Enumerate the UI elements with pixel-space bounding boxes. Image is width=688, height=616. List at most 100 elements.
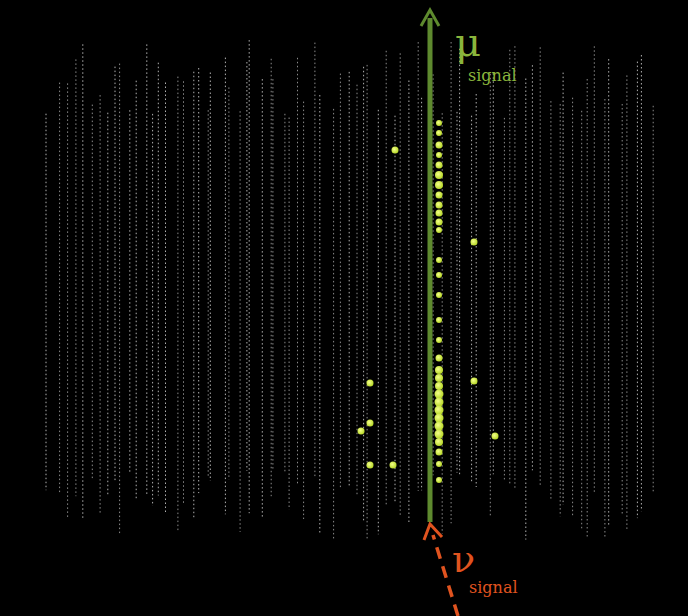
detector-string	[177, 77, 178, 531]
detector-string	[357, 85, 358, 495]
subscript-label: signal	[469, 580, 518, 596]
detector-string	[504, 118, 505, 481]
hit-dot	[435, 374, 443, 382]
hit-dot	[435, 382, 443, 390]
detector-string	[146, 44, 147, 495]
muon-track	[428, 18, 433, 522]
detector-string	[560, 104, 561, 516]
detector-string	[386, 51, 387, 505]
detector-string	[509, 50, 510, 485]
detector-string	[476, 94, 477, 487]
detector-string	[594, 46, 595, 494]
detector-string	[129, 110, 130, 474]
hit-dot	[435, 422, 444, 431]
detector-string	[532, 65, 533, 470]
hit-dot	[435, 390, 444, 399]
detector-string	[421, 98, 422, 491]
hit-dot	[435, 430, 444, 439]
detector-string	[514, 46, 515, 489]
hit-dot	[436, 202, 443, 209]
detector-string	[637, 62, 638, 518]
hit-dot	[436, 219, 443, 226]
hit-dot	[367, 380, 374, 387]
detector-string	[641, 55, 642, 511]
detector-string	[333, 109, 334, 540]
hit-dot	[436, 355, 443, 362]
detector-string	[653, 106, 654, 494]
detector-string	[581, 111, 582, 529]
detector-string	[165, 83, 166, 514]
hit-dot	[436, 210, 443, 217]
detector-string	[319, 95, 320, 533]
hit-dot	[367, 462, 374, 469]
detector-string	[272, 79, 273, 470]
hit-dot	[367, 420, 374, 427]
detector-string	[433, 74, 434, 475]
hit-dot	[436, 142, 443, 149]
detector-string	[303, 102, 304, 519]
hit-dot	[392, 147, 399, 154]
hit-dot	[436, 272, 442, 278]
detector-string	[349, 72, 350, 487]
detector-string	[208, 110, 209, 478]
muon-symbol: μ	[455, 22, 481, 62]
hit-dot	[435, 406, 444, 415]
detector-string	[367, 65, 368, 539]
detector-string	[240, 111, 241, 532]
detector-string	[490, 74, 491, 517]
detector-string	[572, 98, 573, 517]
hit-dot	[436, 130, 442, 136]
detector-string	[193, 72, 194, 520]
hit-dot	[471, 378, 478, 385]
hit-dot	[492, 433, 499, 440]
detector-string	[225, 58, 226, 515]
detector-string	[418, 42, 419, 491]
detector-string	[59, 83, 60, 494]
hit-dot	[435, 414, 444, 423]
detector-string	[152, 114, 153, 506]
detector-string	[183, 81, 184, 505]
hit-dot	[435, 398, 444, 407]
detector-string	[563, 73, 564, 505]
detector-string	[408, 81, 409, 524]
hit-dot	[435, 171, 443, 179]
detector-string	[210, 73, 211, 481]
hit-dot	[436, 227, 442, 233]
detector-string	[395, 116, 396, 504]
detector-string	[622, 104, 623, 515]
detector-string	[92, 105, 93, 479]
detector-string	[228, 87, 229, 479]
detector-string	[136, 81, 137, 500]
hit-dot	[436, 461, 442, 467]
detector-string	[246, 62, 247, 471]
detector-string	[540, 47, 541, 486]
hit-dot	[390, 462, 397, 469]
detector-string	[604, 99, 605, 537]
detector-string	[587, 79, 588, 537]
muon-arrowhead	[421, 10, 439, 26]
detector-string	[459, 49, 460, 476]
detector-string	[271, 59, 272, 496]
detector-string	[289, 118, 290, 510]
detector-string	[262, 79, 263, 518]
hit-dot	[436, 162, 443, 169]
detector-string	[75, 59, 76, 496]
hit-dot	[435, 366, 443, 374]
hit-dot	[436, 477, 442, 483]
detector-string	[400, 53, 401, 516]
neutrino-symbol: ν	[452, 540, 475, 578]
detector-string	[107, 113, 108, 496]
hit-dot	[436, 152, 442, 158]
detector-string	[314, 43, 315, 478]
detector-string	[378, 110, 379, 535]
detector-string	[198, 68, 199, 493]
hit-dot	[358, 428, 365, 435]
detector-string	[608, 59, 609, 526]
subscript-label: signal	[468, 68, 517, 84]
detector-string	[297, 58, 298, 485]
hit-dot	[436, 317, 442, 323]
detector-string	[550, 101, 551, 501]
detector-string	[100, 95, 101, 515]
detector-string	[525, 79, 526, 540]
